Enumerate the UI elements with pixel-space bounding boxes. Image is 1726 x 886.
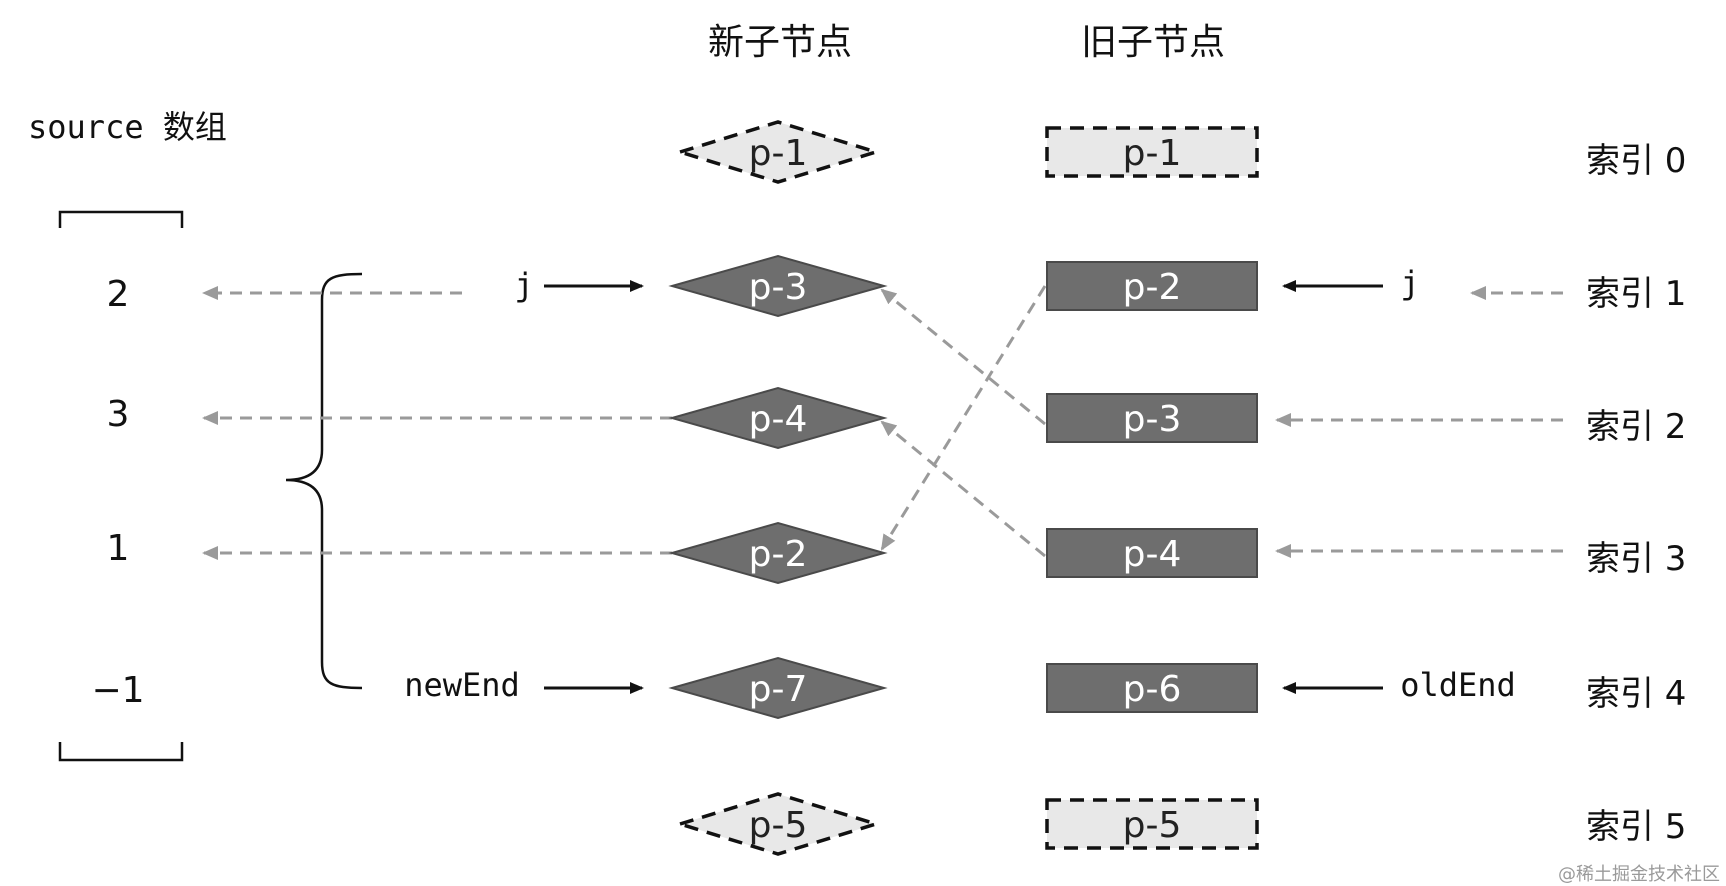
index-label-2: 索引 2: [1586, 407, 1686, 447]
source-array-open-bracket: [58, 210, 184, 228]
old-node-2-label: p-3: [1123, 399, 1182, 440]
new-j-pointer-label: j: [514, 266, 533, 304]
old-j-pointer-label: j: [1400, 264, 1419, 302]
new-node-1: [668, 254, 888, 318]
new-node-0-label: p-1: [749, 133, 808, 174]
new-node-5-label: p-5: [749, 805, 808, 846]
old-children-header: 旧子节点: [1081, 22, 1225, 63]
new-node-1-label: p-3: [749, 267, 808, 308]
old-node-2: [1046, 393, 1258, 443]
source-value-1: 3: [107, 394, 130, 435]
new-node-3-label: p-2: [749, 534, 808, 575]
new-node-0: [674, 120, 882, 184]
source-value-0: 2: [107, 274, 130, 315]
source-array-header: source 数组: [28, 108, 227, 146]
old-node-0: [1045, 126, 1259, 178]
old-node-4: [1046, 663, 1258, 713]
index-label-3: 索引 3: [1586, 539, 1686, 579]
new-end-pointer-label: newEnd: [404, 666, 520, 704]
index-label-1: 索引 1: [1586, 274, 1686, 314]
source-array-close-bracket: [58, 742, 184, 762]
old-node-5: [1045, 798, 1259, 850]
range-brace: [285, 272, 363, 690]
source-value-3: −1: [91, 670, 144, 711]
new-node-2: [668, 386, 888, 450]
source-value-2: 1: [107, 528, 130, 569]
map-arrow-p4: [880, 420, 1046, 558]
old-node-1: [1046, 261, 1258, 311]
index-label-5: 索引 5: [1586, 807, 1686, 847]
watermark: @稀土掘金技术社区: [1558, 864, 1720, 885]
map-arrow-p3: [880, 288, 1046, 426]
new-node-3: [668, 521, 888, 585]
old-node-3-label: p-4: [1123, 534, 1182, 575]
index-label-0: 索引 0: [1586, 141, 1686, 181]
old-node-3: [1046, 528, 1258, 578]
new-node-5: [674, 792, 882, 856]
old-end-pointer-label: oldEnd: [1400, 666, 1516, 704]
new-node-4: [668, 656, 888, 720]
old-node-4-label: p-6: [1123, 669, 1182, 710]
map-arrow-p2: [880, 285, 1047, 551]
new-node-4-label: p-7: [749, 669, 808, 710]
old-node-1-label: p-2: [1123, 267, 1182, 308]
new-children-header: 新子节点: [708, 22, 852, 63]
old-node-0-label: p-1: [1123, 133, 1182, 174]
index-label-4: 索引 4: [1586, 674, 1686, 714]
old-node-5-label: p-5: [1123, 805, 1182, 846]
new-node-2-label: p-4: [749, 399, 808, 440]
